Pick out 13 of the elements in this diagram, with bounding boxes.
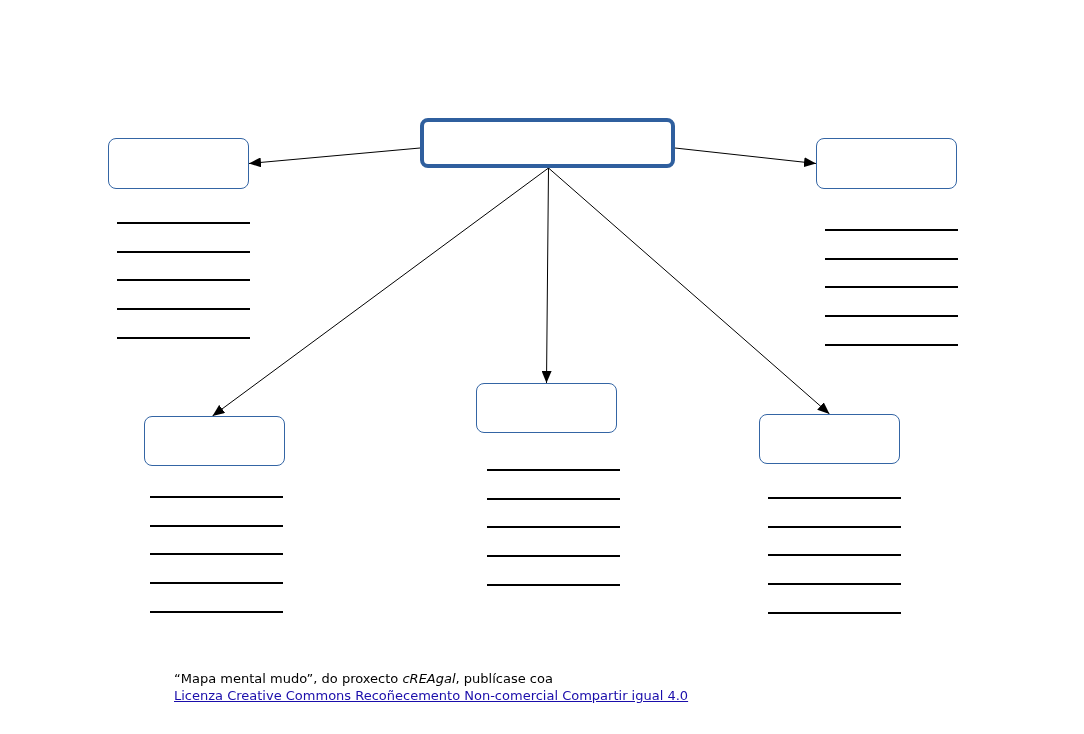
arrow [548,167,830,415]
arrow [248,147,421,168]
branch-box [759,414,900,464]
branch-box [144,416,285,466]
arrow [212,167,549,417]
branch-box [816,138,957,189]
caption: “Mapa mental mudo”, do proxecto cREAgal, publícase coa [174,671,553,686]
arrow [674,147,817,168]
branch-box [476,383,617,433]
arrow [541,167,552,384]
license-link: Licenza Creative Commons Recoñecemento Non-comercial Compartir igual 4.0 [174,688,689,703]
branch-box [108,138,249,189]
central-box [420,118,675,168]
